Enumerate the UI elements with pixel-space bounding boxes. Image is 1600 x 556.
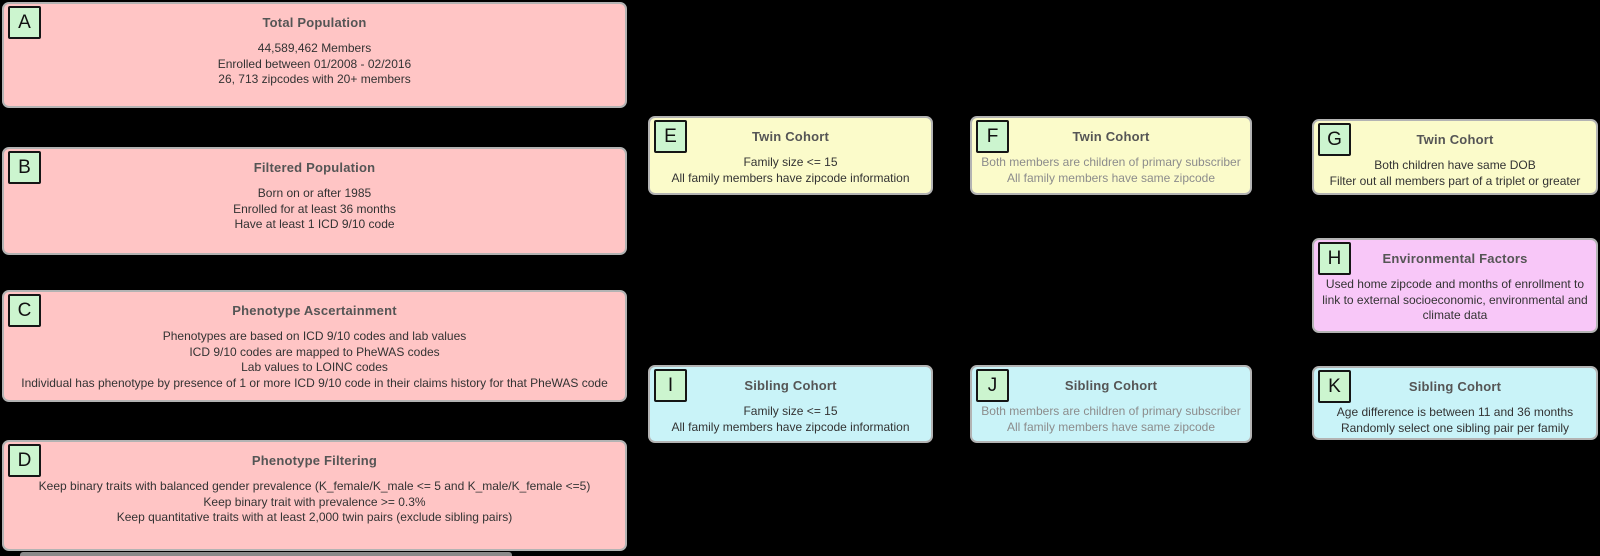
node-text-line: Born on or after 1985 [257,186,372,200]
node-twin-cohort-g: G Twin Cohort Both children have same DO… [1312,119,1598,195]
node-total-population: A Total Population 44,589,462 Members En… [2,2,627,108]
node-body: 44,589,462 Members Enrolled between 01/2… [4,41,625,88]
node-text-line: All family members have zipcode informat… [671,170,910,185]
node-text-line: Have at least 1 ICD 9/10 code [234,217,395,231]
node-sibling-cohort-i: I Sibling Cohort Family size <= 15 All f… [648,365,933,443]
node-title: Sibling Cohort [1408,379,1502,394]
node-text-line: Lab values to LOINC codes [241,360,388,374]
node-label-badge: G [1318,123,1351,156]
node-twin-cohort-f: F Twin Cohort Both members are children … [970,116,1252,195]
node-title: Total Population [262,15,367,30]
node-sibling-cohort-j: J Sibling Cohort Both members are childr… [970,365,1252,443]
node-text-line: Both members are children of primary sub… [981,155,1241,169]
cutoff-box-edge [20,552,512,556]
node-title: Twin Cohort [751,129,830,144]
node-body: Family size <= 15 All family members hav… [650,155,931,186]
node-body: Both members are children of primary sub… [972,155,1250,186]
node-phenotype-ascertainment: C Phenotype Ascertainment Phenotypes are… [2,290,627,402]
node-text-line: Age difference is between 11 and 36 mont… [1336,405,1574,419]
node-text-line: Randomly select one sibling pair per fam… [1340,420,1570,435]
node-body: Phenotypes are based on ICD 9/10 codes a… [4,329,625,391]
node-text-line: 26, 713 zipcodes with 20+ members [218,72,411,86]
node-title: Sibling Cohort [1064,378,1158,393]
node-body: Age difference is between 11 and 36 mont… [1314,405,1596,436]
node-text-line: Enrolled between 01/2008 - 02/2016 [217,56,412,71]
node-twin-cohort-e: E Twin Cohort Family size <= 15 All fami… [648,116,933,195]
node-label-badge: I [654,369,687,402]
node-text-line: Phenotypes are based on ICD 9/10 codes a… [162,329,467,343]
node-text-line: Used home zipcode and months of enrollme… [1325,277,1585,291]
node-text-line: Keep binary trait with prevalence >= 0.3… [203,494,426,509]
node-body: Both children have same DOB Filter out a… [1314,158,1596,189]
node-text-line: All family members have same zipcode [1006,170,1216,185]
node-text-line: Keep quantitative traits with at least 2… [116,510,513,524]
node-text-line: Individual has phenotype by presence of … [21,375,608,390]
node-text-line: Family size <= 15 [743,404,838,418]
node-label-badge: A [8,6,41,39]
node-text-line: Keep binary traits with balanced gender … [38,479,591,493]
node-body: Keep binary traits with balanced gender … [4,479,625,526]
node-text-line: ICD 9/10 codes are mapped to PheWAS code… [189,344,440,359]
node-text-line: climate data [1422,308,1488,322]
node-text-line: 44,589,462 Members [257,41,372,55]
node-filtered-population: B Filtered Population Born on or after 1… [2,147,627,255]
node-title: Twin Cohort [1416,132,1494,147]
node-title: Twin Cohort [1072,129,1150,144]
node-text-line: Both children have same DOB [1374,158,1536,172]
node-text-line: Family size <= 15 [743,155,838,169]
node-body: Family size <= 15 All family members hav… [650,404,931,435]
node-label-badge: J [976,369,1009,402]
node-body: Born on or after 1985 Enrolled for at le… [4,186,625,233]
node-text-line: Enrolled for at least 36 months [233,201,396,216]
node-title: Phenotype Filtering [251,453,378,468]
node-title: Filtered Population [253,160,376,175]
node-title: Phenotype Ascertainment [232,303,397,318]
node-label-badge: D [8,444,41,477]
node-label-badge: H [1318,242,1351,275]
node-label-badge: F [976,120,1009,153]
node-body: Both members are children of primary sub… [972,404,1250,435]
node-label-badge: E [654,120,687,153]
node-label-badge: K [1318,370,1351,403]
node-phenotype-filtering: D Phenotype Filtering Keep binary traits… [2,440,627,551]
node-text-line: All family members have same zipcode [1006,419,1216,434]
node-title: Environmental Factors [1382,251,1528,266]
node-text-line: Both members are children of primary sub… [981,404,1241,418]
node-environmental-factors: H Environmental Factors Used home zipcod… [1312,238,1598,333]
node-body: Used home zipcode and months of enrollme… [1314,277,1596,324]
node-text-line: link to external socioeconomic, environm… [1322,292,1588,307]
node-title: Sibling Cohort [744,378,837,393]
node-sibling-cohort-k: K Sibling Cohort Age difference is betwe… [1312,366,1598,440]
node-text-line: All family members have zipcode informat… [671,419,910,434]
node-text-line: Filter out all members part of a triplet… [1329,173,1581,188]
node-label-badge: B [8,151,41,184]
node-label-badge: C [8,294,41,327]
